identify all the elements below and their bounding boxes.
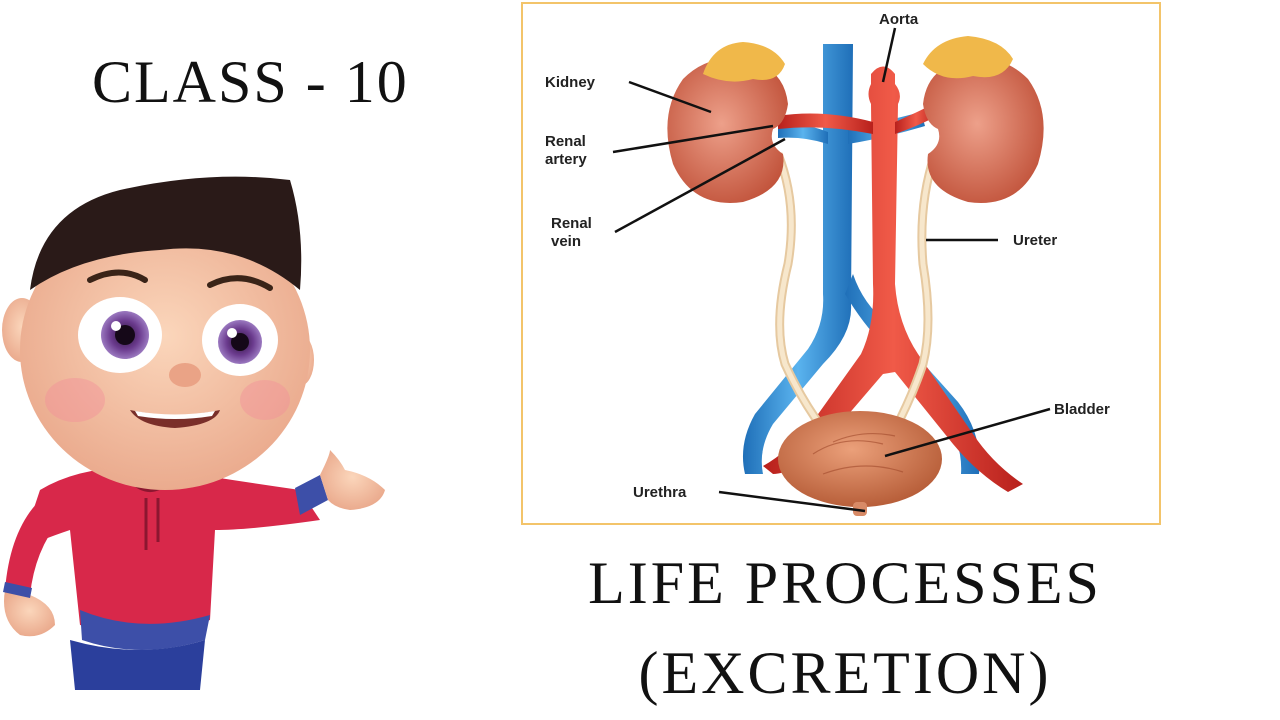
label-renal-vein-line2: vein [551, 233, 581, 250]
label-aorta: Aorta [879, 11, 919, 28]
excretory-system-diagram: Aorta Kidney Renal artery Renal vein Ure… [521, 2, 1161, 525]
label-renal-artery-line2: artery [545, 151, 587, 168]
label-renal-vein-line1: Renal [551, 215, 592, 232]
label-urethra: Urethra [633, 484, 687, 501]
kidney-left [667, 59, 788, 203]
title-line-1: LIFE PROCESSES [588, 550, 1102, 616]
label-kidney: Kidney [545, 74, 596, 91]
title-line-2: (EXCRETION) [638, 640, 1052, 706]
label-bladder: Bladder [1054, 401, 1110, 418]
kidney-right [923, 59, 1044, 203]
label-ureter: Ureter [1013, 232, 1057, 249]
class-label: CLASS - 10 [92, 49, 409, 115]
aorta [763, 66, 1023, 492]
bladder [778, 411, 942, 507]
vena-cava [742, 44, 853, 474]
label-renal-artery-line1: Renal [545, 133, 586, 150]
cartoon-boy-illustration [0, 170, 400, 690]
